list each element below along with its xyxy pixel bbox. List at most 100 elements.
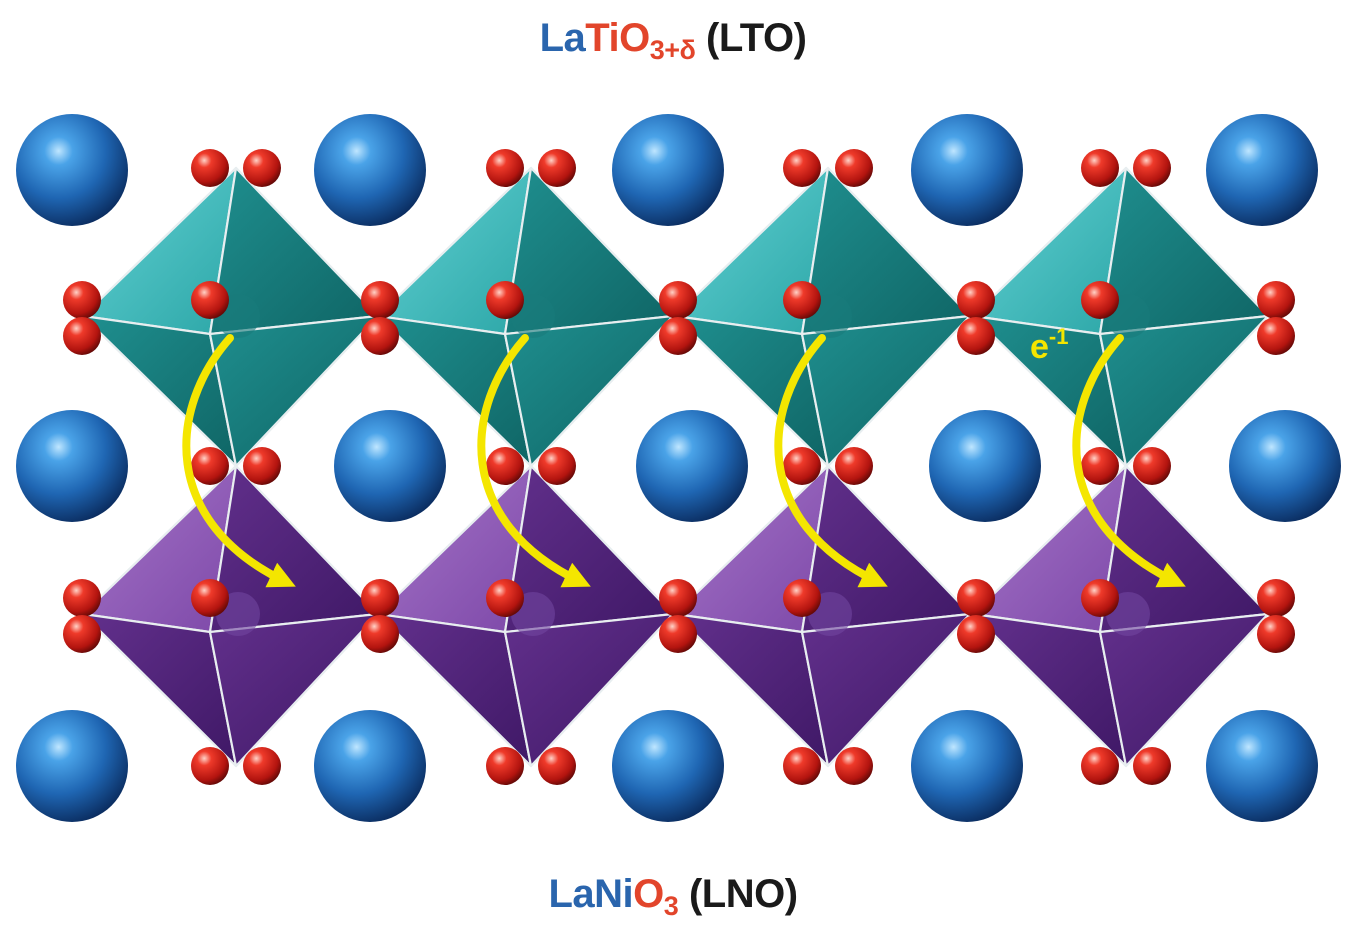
oxygen-atom xyxy=(538,149,576,187)
lto-la: La xyxy=(539,16,586,60)
oxygen-atom xyxy=(783,281,821,319)
la-atom xyxy=(314,114,426,226)
oxygen-atom xyxy=(361,615,399,653)
oxygen-atom xyxy=(1133,747,1171,785)
ni-octahedron-3 xyxy=(673,464,972,768)
oxygen-atom xyxy=(1081,281,1119,319)
oxygen-atom xyxy=(1081,447,1119,485)
oxygen-atom xyxy=(957,615,995,653)
la-atom xyxy=(1229,410,1341,522)
octa-face xyxy=(503,612,675,768)
ni-octahedron-1 xyxy=(81,464,380,768)
octa-face xyxy=(208,612,380,768)
lto-o: O xyxy=(619,16,650,60)
lto-subscript: 3+δ xyxy=(649,35,696,65)
oxygen-atom xyxy=(191,747,229,785)
electron-charge: -1 xyxy=(1049,324,1069,349)
octa-face xyxy=(1098,314,1270,468)
oxygen-atom xyxy=(191,149,229,187)
lno-la: La xyxy=(548,872,595,916)
oxygen-atom xyxy=(659,579,697,617)
oxygen-atom xyxy=(63,579,101,617)
la-atom xyxy=(1206,114,1318,226)
lno-o: O xyxy=(633,872,664,916)
oxygen-atom xyxy=(361,317,399,355)
lno-ni: Ni xyxy=(594,872,634,916)
oxygen-atom xyxy=(1257,579,1295,617)
oxygen-atom xyxy=(957,281,995,319)
la-atom xyxy=(16,710,128,822)
ti-octahedron-1 xyxy=(81,166,380,468)
lno-formula-label: LaNiO3 (LNO) xyxy=(0,872,1346,920)
electron-transfer-arrow-1 xyxy=(182,334,296,588)
octa-face xyxy=(208,314,380,468)
oxygen-atom xyxy=(957,579,995,617)
la-atom xyxy=(1206,710,1318,822)
lto-ti: Ti xyxy=(585,16,620,60)
oxygen-atom xyxy=(1133,149,1171,187)
oxygen-atom xyxy=(1257,281,1295,319)
oxygen-atom xyxy=(783,579,821,617)
oxygen-atom xyxy=(659,615,697,653)
oxygen-atom xyxy=(486,747,524,785)
oxygen-atom xyxy=(486,281,524,319)
oxygen-atoms-layer xyxy=(63,149,1295,785)
oxygen-atom xyxy=(659,281,697,319)
oxygen-atom xyxy=(191,579,229,617)
oxygen-atom xyxy=(1257,317,1295,355)
ti-octahedron-3 xyxy=(673,166,972,468)
electron-transfer-arrow-3 xyxy=(774,334,888,588)
octa-face xyxy=(1098,612,1270,768)
oxygen-atom xyxy=(486,447,524,485)
la-atom xyxy=(636,410,748,522)
lno-abbreviation: (LNO) xyxy=(688,872,798,916)
octa-face xyxy=(800,612,972,768)
lto-formula-label: LaTiO3+δ (LTO) xyxy=(0,16,1346,64)
oxygen-atom xyxy=(63,281,101,319)
oxygen-atom xyxy=(835,747,873,785)
la-atom xyxy=(16,410,128,522)
oxygen-atom xyxy=(486,149,524,187)
electron-transfer-arrows xyxy=(182,334,1186,588)
octahedra-layer xyxy=(81,166,1270,768)
oxygen-atom xyxy=(538,447,576,485)
oxygen-atom xyxy=(1081,747,1119,785)
oxygen-atom xyxy=(63,317,101,355)
oxygen-atom xyxy=(486,579,524,617)
la-atom xyxy=(911,114,1023,226)
electron-transfer-arrow-4 xyxy=(1072,334,1186,588)
oxygen-atom xyxy=(783,149,821,187)
oxygen-atom xyxy=(63,615,101,653)
oxygen-atom xyxy=(783,447,821,485)
oxygen-atom xyxy=(538,747,576,785)
la-atom xyxy=(314,710,426,822)
oxygen-atom xyxy=(243,747,281,785)
oxygen-atom xyxy=(659,317,697,355)
la-atom xyxy=(612,710,724,822)
la-atom xyxy=(334,410,446,522)
octa-face xyxy=(503,314,675,468)
electron-symbol: e xyxy=(1030,328,1049,366)
oxygen-atom xyxy=(1081,579,1119,617)
la-atom xyxy=(612,114,724,226)
oxygen-atom xyxy=(1133,447,1171,485)
oxygen-atom xyxy=(361,579,399,617)
oxygen-atom xyxy=(1257,615,1295,653)
la-atom xyxy=(911,710,1023,822)
oxygen-atom xyxy=(243,447,281,485)
oxygen-atom xyxy=(783,747,821,785)
oxygen-atom xyxy=(957,317,995,355)
oxygen-atom xyxy=(1081,149,1119,187)
oxygen-atom xyxy=(361,281,399,319)
electron-transfer-arrow-2 xyxy=(477,334,591,588)
oxygen-atom xyxy=(243,149,281,187)
oxygen-atom xyxy=(191,447,229,485)
la-atom xyxy=(16,114,128,226)
la-atoms-layer xyxy=(16,114,1341,822)
lto-abbreviation: (LTO) xyxy=(706,16,807,60)
la-atom xyxy=(929,410,1041,522)
lno-subscript: 3 xyxy=(663,891,679,921)
oxygen-atom xyxy=(835,149,873,187)
oxygen-atom xyxy=(191,281,229,319)
